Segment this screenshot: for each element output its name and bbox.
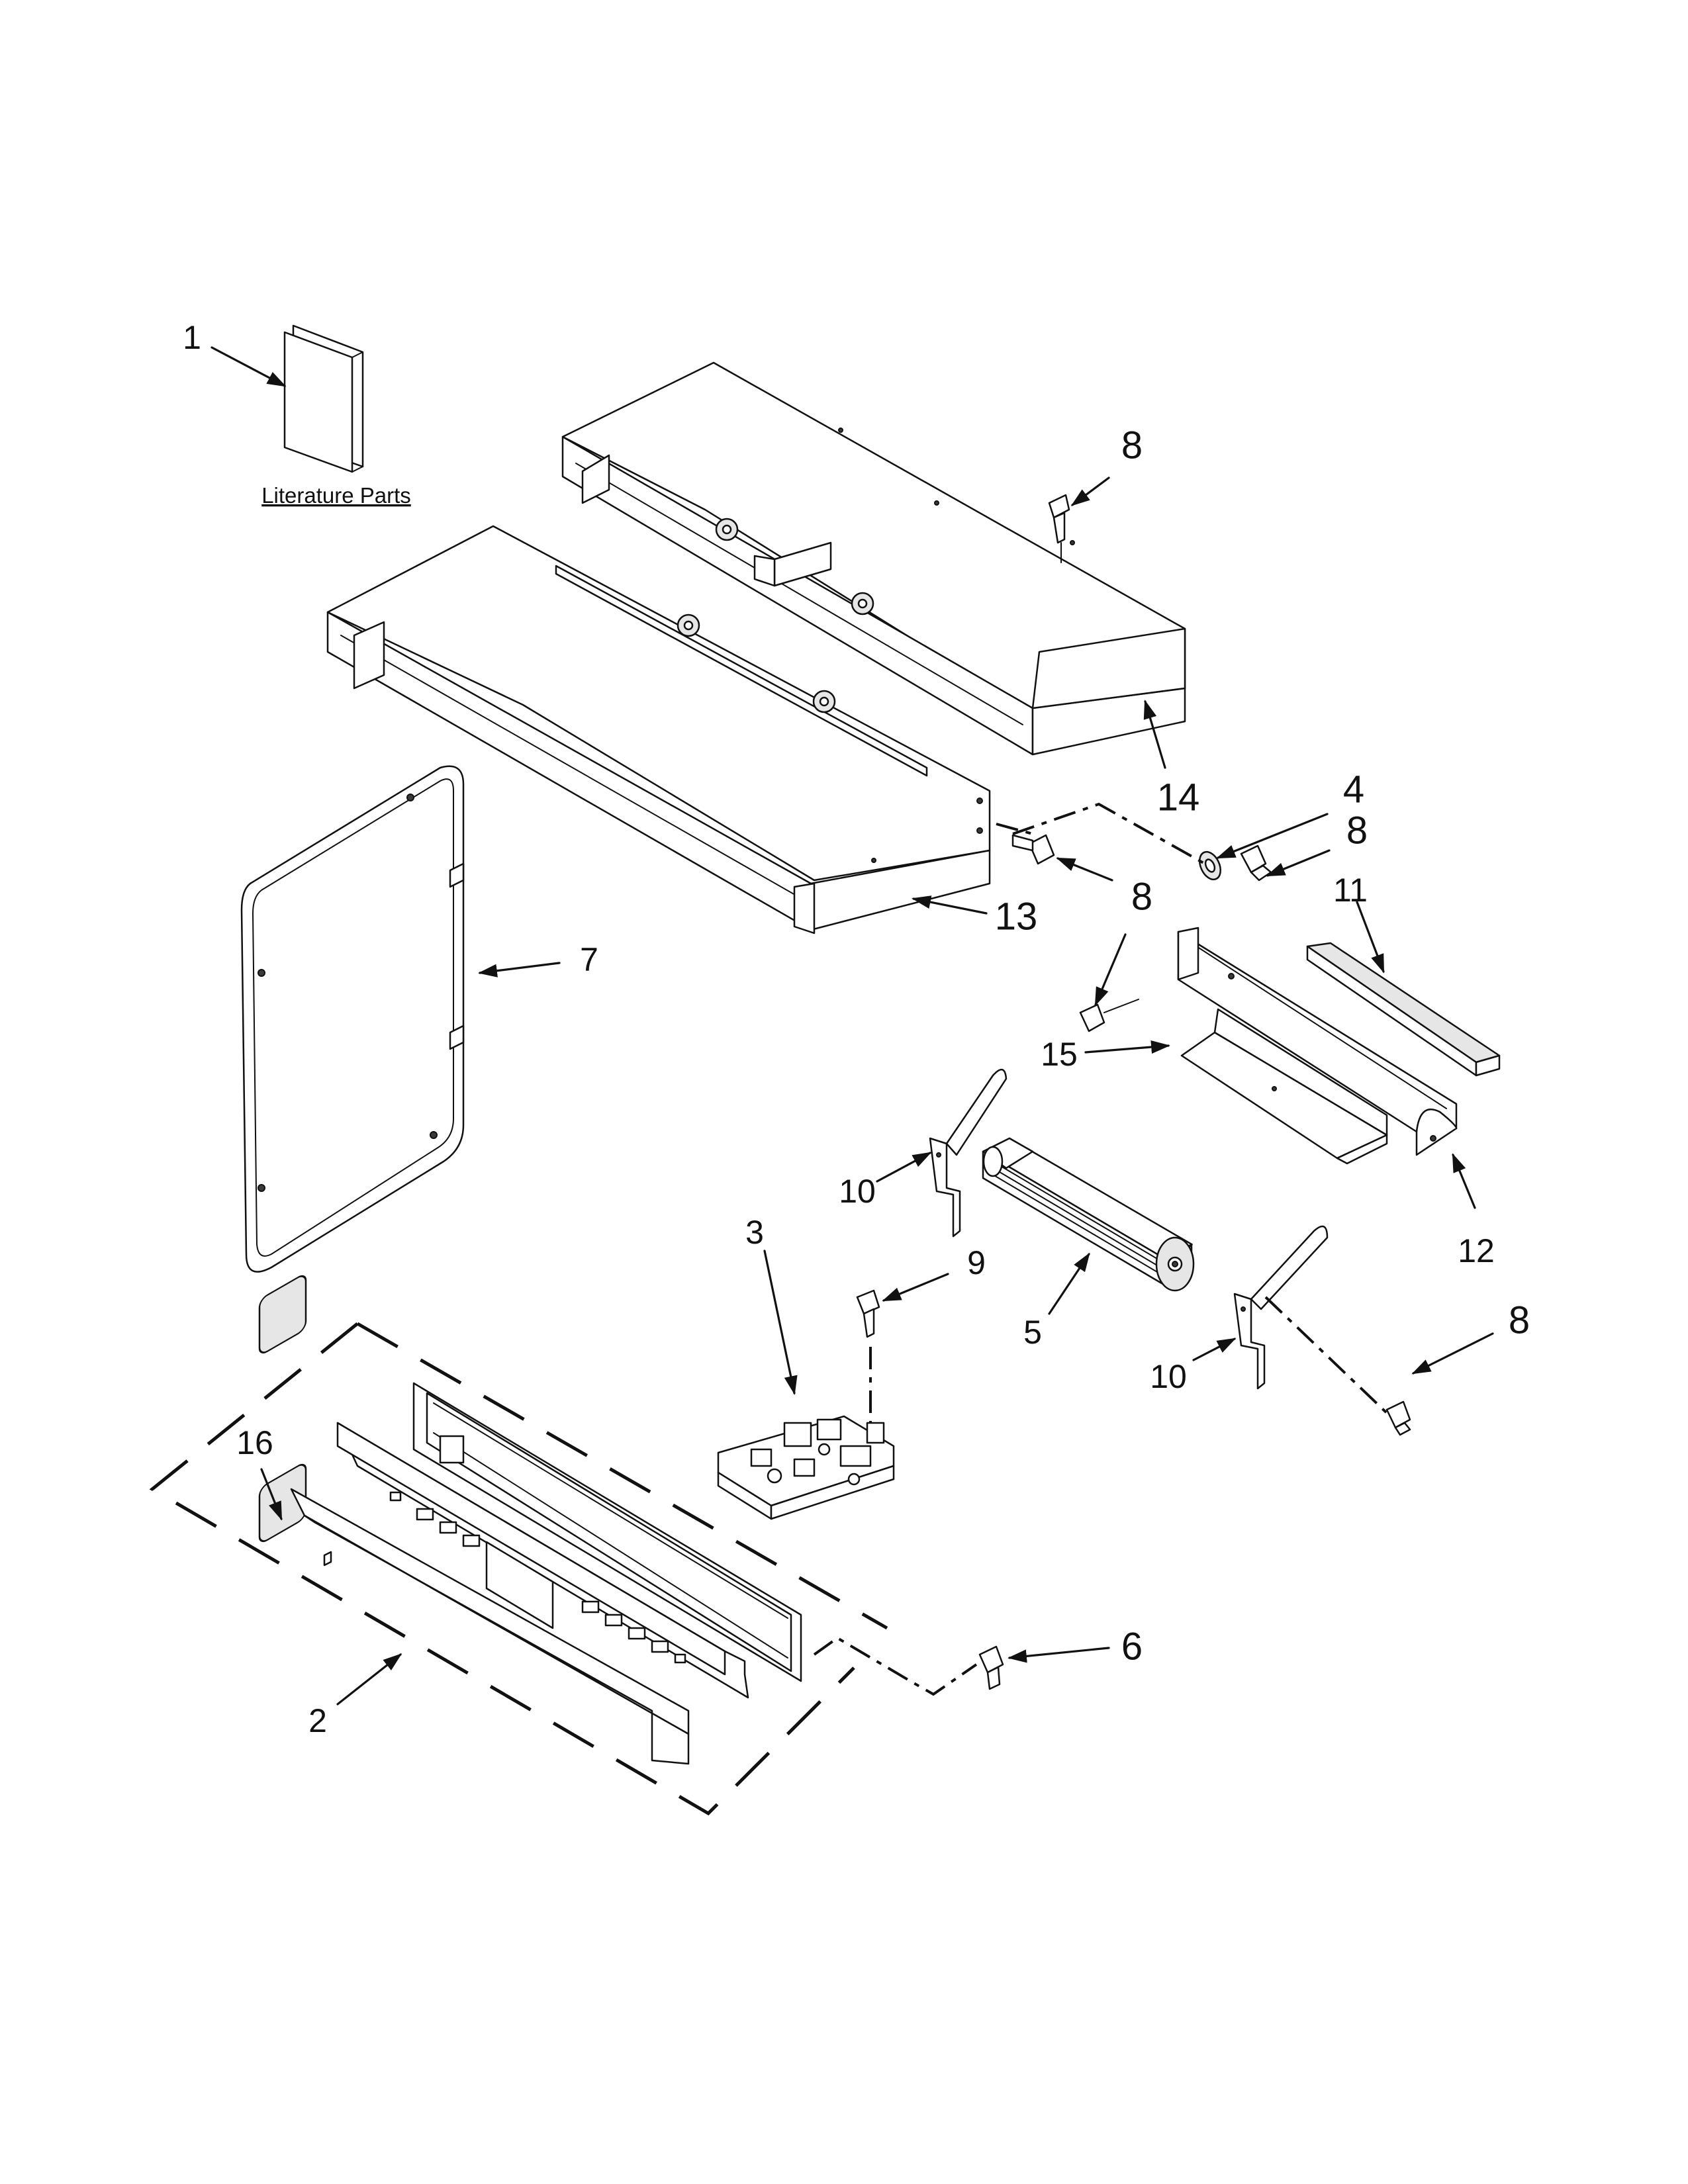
insulation-strip	[1306, 942, 1501, 1077]
callout-8-bottom: 8	[1509, 1299, 1530, 1342]
screw-part-8-bottom	[1385, 1400, 1411, 1436]
callout-8-mid: 8	[1131, 876, 1152, 919]
control-board	[717, 1415, 895, 1520]
screw-part-6	[978, 1645, 1004, 1690]
left-mounting-bracket	[929, 1069, 1008, 1238]
callout-4: 4	[1343, 768, 1364, 811]
callout-11: 11	[1333, 872, 1368, 909]
callout-5: 5	[1023, 1314, 1042, 1351]
callout-6: 6	[1121, 1625, 1143, 1668]
console-assembly-outline	[356, 1322, 888, 1630]
callout-8-top: 8	[1121, 424, 1143, 467]
console-frame	[412, 1382, 802, 1682]
washer-part-4	[1199, 850, 1221, 881]
literature-booklet	[283, 324, 364, 473]
callout-3: 3	[745, 1214, 764, 1251]
upper-top-panel	[561, 361, 1186, 756]
callout-12: 12	[1458, 1232, 1495, 1269]
screw-part-8-panel	[1011, 834, 1055, 865]
callout-14: 14	[1157, 776, 1200, 819]
screw-part-8-upper-right	[1240, 844, 1272, 882]
side-insulation-panel	[240, 765, 465, 1543]
air-deflector	[1180, 1008, 1388, 1165]
screw-part-9	[856, 1289, 880, 1338]
callout-15: 15	[1041, 1036, 1078, 1073]
console-overlay	[290, 1488, 690, 1765]
callout-8-right: 8	[1346, 809, 1368, 852]
screw-part-8-top	[1048, 494, 1070, 563]
tangential-fan	[982, 1137, 1195, 1292]
callout-7: 7	[580, 941, 598, 978]
lower-top-panel	[326, 525, 991, 934]
callout-1: 1	[183, 319, 201, 356]
callout-10-left: 10	[839, 1173, 876, 1210]
callout-2: 2	[308, 1702, 327, 1739]
literature-parts-caption: Literature Parts	[261, 483, 411, 508]
right-mounting-bracket	[1233, 1225, 1329, 1390]
callout-9: 9	[967, 1244, 986, 1281]
callout-16: 16	[236, 1424, 273, 1461]
callout-13: 13	[995, 895, 1038, 938]
screw-part-8-mid	[1079, 999, 1139, 1032]
fan-bracket	[1177, 927, 1458, 1156]
callout-10-right: 10	[1150, 1358, 1187, 1395]
